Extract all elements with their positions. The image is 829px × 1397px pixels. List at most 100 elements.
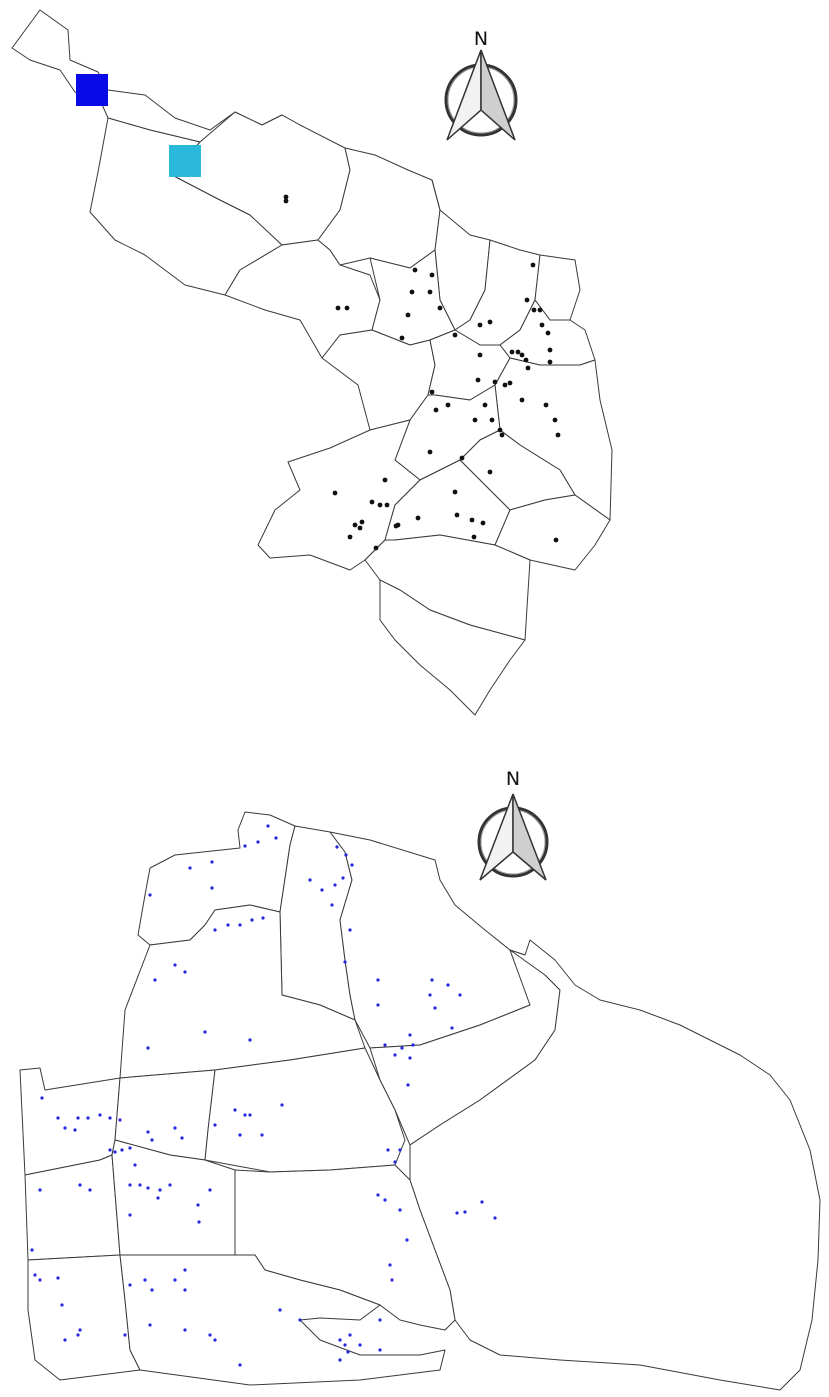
location-point: [203, 1030, 207, 1034]
location-point: [108, 1148, 112, 1152]
location-point: [56, 1116, 60, 1120]
location-point: [454, 512, 460, 518]
north-label: N: [474, 28, 488, 50]
location-point: [458, 993, 462, 997]
location-point: [208, 1333, 212, 1337]
location-point: [78, 1328, 82, 1332]
location-point: [197, 1220, 201, 1224]
location-point: [428, 993, 432, 997]
location-point: [128, 1146, 132, 1150]
location-point: [238, 923, 242, 927]
location-point: [509, 349, 515, 355]
location-point: [120, 1148, 124, 1152]
location-point: [173, 1126, 177, 1130]
location-point: [213, 1338, 217, 1342]
location-point: [553, 537, 559, 543]
location-point: [30, 1248, 34, 1252]
location-point: [210, 886, 214, 890]
location-point: [138, 1183, 142, 1187]
location-point: [146, 1046, 150, 1050]
location-point: [210, 860, 214, 864]
location-point: [63, 1126, 67, 1130]
location-point: [60, 1303, 64, 1307]
location-point: [173, 963, 177, 967]
top-map-points: [169, 165, 561, 551]
location-point: [408, 1033, 412, 1037]
location-point: [475, 377, 481, 383]
location-point: [243, 844, 247, 848]
location-point: [455, 1211, 459, 1215]
location-point: [146, 1186, 150, 1190]
location-point: [88, 1188, 92, 1192]
location-point: [524, 297, 530, 303]
location-point: [359, 519, 365, 525]
location-point: [382, 477, 388, 483]
location-point: [335, 305, 341, 311]
location-point: [274, 836, 278, 840]
location-point: [450, 1026, 454, 1030]
location-point: [128, 1283, 132, 1287]
location-point: [357, 525, 363, 531]
location-point: [133, 1163, 137, 1167]
district-south-west: [257, 419, 421, 571]
location-point: [208, 1188, 212, 1192]
location-point: [98, 1113, 102, 1117]
location-point: [384, 502, 390, 508]
location-point: [489, 417, 495, 423]
location-point: [515, 349, 521, 355]
location-point: [477, 322, 483, 328]
location-point: [437, 305, 443, 311]
location-point: [196, 1203, 200, 1207]
location-point: [352, 522, 358, 528]
location-point: [547, 347, 553, 353]
location-point: [78, 1183, 82, 1187]
bottom-map-districts: [19, 811, 821, 1391]
location-point: [480, 520, 486, 526]
location-point: [406, 1083, 410, 1087]
tract-central-a: [204, 1047, 406, 1173]
location-point: [123, 1333, 127, 1337]
location-point: [248, 1038, 252, 1042]
location-point: [344, 853, 348, 857]
location-point: [188, 866, 192, 870]
location-point: [376, 1193, 380, 1197]
location-point: [555, 432, 561, 438]
location-point: [320, 888, 324, 892]
location-point: [469, 517, 475, 523]
location-point: [519, 352, 525, 358]
location-point: [399, 335, 405, 341]
location-point: [412, 267, 418, 273]
location-point: [543, 402, 549, 408]
location-point: [499, 432, 505, 438]
location-point: [429, 389, 435, 395]
location-point: [76, 1116, 80, 1120]
location-point: [537, 307, 543, 313]
location-point: [386, 1148, 390, 1152]
location-point: [256, 840, 260, 844]
location-point: [153, 978, 157, 982]
location-point: [113, 1150, 117, 1154]
location-point: [344, 305, 350, 311]
location-point: [445, 402, 451, 408]
location-point: [283, 198, 289, 204]
location-point: [250, 918, 254, 922]
location-point: [298, 1318, 302, 1322]
location-point: [463, 1210, 467, 1214]
location-point: [148, 1323, 152, 1327]
location-point: [38, 1278, 42, 1282]
location-point: [383, 1198, 387, 1202]
top-map: N: [11, 9, 613, 716]
north-arrow-icon: [444, 49, 518, 141]
location-point: [507, 380, 513, 386]
location-point: [376, 978, 380, 982]
location-point: [238, 1133, 242, 1137]
location-point: [343, 960, 347, 964]
location-point: [388, 1263, 392, 1267]
cyan-square-marker: [169, 145, 201, 177]
location-point: [260, 1133, 264, 1137]
location-point: [373, 545, 379, 551]
location-point: [213, 1123, 217, 1127]
location-point: [118, 1118, 122, 1122]
location-point: [76, 1333, 80, 1337]
location-point: [471, 534, 477, 540]
